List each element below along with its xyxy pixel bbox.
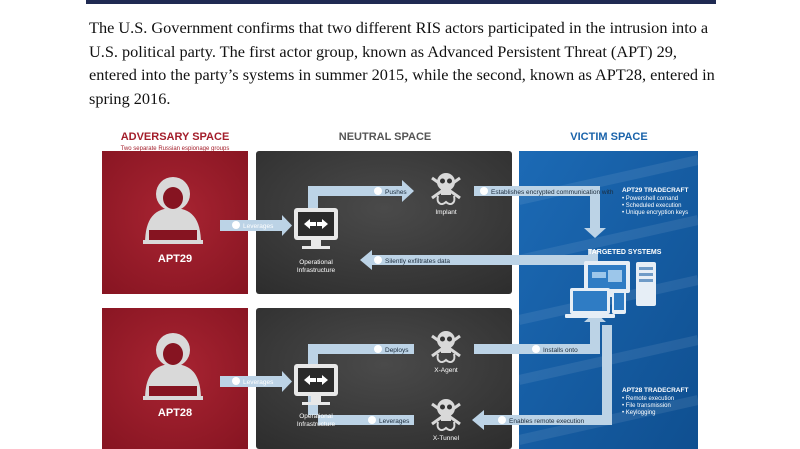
- x-tunnel-label: X-Tunnel: [433, 435, 460, 442]
- step-badge-3: [532, 345, 540, 353]
- arrow-apt29-pushes: [308, 180, 414, 208]
- apt28-label: APT28: [158, 407, 192, 419]
- arrowhead: [282, 371, 292, 392]
- apt28-tradecraft-item: • Keylogging: [622, 410, 655, 416]
- paragraph-line: The U.S. Government confirms that two di…: [89, 18, 709, 37]
- implant-label: Implant: [435, 209, 457, 216]
- targeted-systems-title: TARGETED SYSTEMS: [588, 249, 662, 256]
- arrow-apt28-leverages-tunnel: [308, 390, 414, 425]
- apt29-infra-label-1: Operational: [299, 259, 333, 266]
- top-rule: [86, 0, 716, 4]
- apt29-label: APT29: [158, 253, 192, 265]
- neutral-header: NEUTRAL SPACE: [339, 131, 432, 143]
- intro-paragraph: The U.S. Government confirms that two di…: [89, 16, 719, 110]
- step-badge-4: [374, 256, 382, 264]
- paragraph-line: U.S. political party. The first actor gr…: [89, 41, 677, 61]
- intrusion-diagram: ADVERSARY SPACE Two separate Russian esp…: [102, 131, 700, 449]
- apt29-tradecraft-item: • Scheduled execution: [622, 203, 681, 209]
- paragraph-line: spring 2016.: [89, 88, 171, 108]
- apt28-step5-label: Enables remote execution: [509, 418, 585, 425]
- step-badge-5: [498, 416, 506, 424]
- apt28-infra-label-1: Operational: [299, 413, 333, 420]
- apt29-step3-label: Establishes encrypted communication with: [491, 189, 614, 196]
- paragraph-line: entered into the party’s systems in summ…: [89, 65, 715, 84]
- arrow-apt28-deploys: [308, 344, 414, 364]
- adversary-subheader: Two separate Russian espionage groups: [121, 146, 230, 152]
- apt28-step2-label: Deploys: [385, 347, 409, 354]
- arrow-apt28-leverages: [220, 376, 282, 387]
- step-badge-4: [368, 416, 376, 424]
- apt29-step1-label: Leverages: [243, 223, 274, 230]
- apt28-tradecraft-title: APT28 TRADECRAFT: [622, 387, 688, 394]
- adversary-header: ADVERSARY SPACE: [121, 131, 230, 143]
- apt29-tradecraft-item: • Unique encryption keys: [622, 210, 688, 216]
- apt28-step3-label: Installs onto: [543, 347, 578, 354]
- apt29-tradecraft-title: APT29 TRADECRAFT: [622, 187, 688, 194]
- step-badge-2: [374, 345, 382, 353]
- apt28-tradecraft-item: • File transmission: [622, 403, 671, 409]
- arrow-apt29-leverages: [220, 220, 282, 231]
- arrowhead: [282, 215, 292, 236]
- apt29-step4-label: Silently exfiltrates data: [385, 258, 450, 265]
- apt29-step2-label: Pushes: [385, 189, 407, 196]
- apt28-step1-label: Leverages: [243, 379, 274, 386]
- targeted-systems-devices: [565, 261, 656, 318]
- x-agent-label: X-Agent: [434, 367, 458, 374]
- arrow-apt28-remote-exec: [472, 325, 612, 430]
- apt28-arrows: [220, 312, 612, 430]
- step-badge-3: [480, 187, 488, 195]
- apt29-infra-label-2: Infrastructure: [297, 267, 336, 274]
- arrow-apt29-exfiltrates: [360, 250, 598, 270]
- apt29-tradecraft-item: • Powershell comand: [622, 196, 678, 202]
- step-badge-1: [232, 377, 240, 385]
- apt28-tradecraft-item: • Remote execution: [622, 396, 674, 402]
- apt28-infra-label-2: Infrastructure: [297, 421, 336, 428]
- step-badge-2: [374, 187, 382, 195]
- victim-header: VICTIM SPACE: [570, 131, 647, 143]
- apt28-step4-label: Leverages: [379, 418, 410, 425]
- step-badge-1: [232, 221, 240, 229]
